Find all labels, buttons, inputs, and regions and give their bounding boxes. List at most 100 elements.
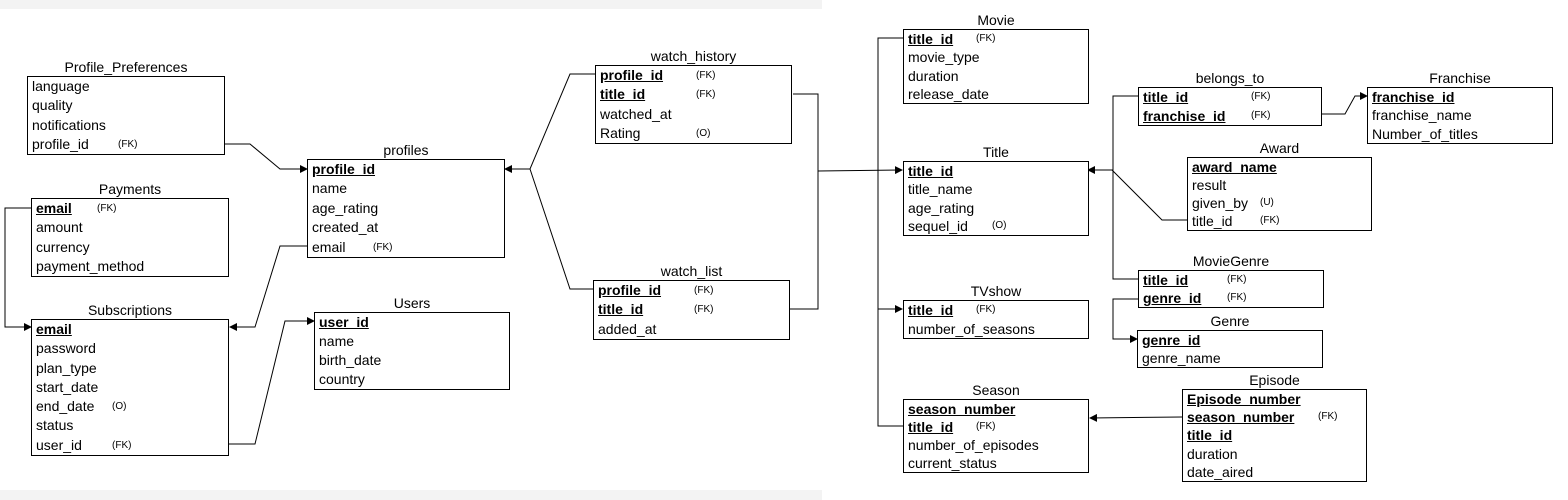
field-name: title_name (908, 181, 973, 198)
field-name: sequel_id (908, 217, 968, 234)
field-name: email (312, 238, 346, 255)
table-name: Genre (1210, 313, 1250, 329)
field-constraint-tag: (O) (992, 219, 1007, 231)
table-field: plan_type (32, 359, 228, 378)
table-field: language (28, 77, 224, 96)
table-watch-history[interactable]: watch_history profile_id (FK) title_id(FK)w… (595, 48, 792, 144)
table-name: watch_list (660, 263, 723, 279)
field-name: added_at (598, 320, 657, 337)
field-name: name (319, 333, 355, 349)
field-name: award_name (1192, 159, 1277, 175)
field-name: title_id (1187, 427, 1233, 444)
table-name: watch_history (650, 48, 737, 64)
table-field: sequel_id (O) (904, 217, 1088, 235)
table-field: watched_at (596, 105, 791, 124)
field-name: country (319, 371, 365, 387)
field-name: age_rating (312, 199, 379, 216)
table-field: title_name (904, 180, 1088, 198)
table-name: Episode (1249, 372, 1300, 388)
table-name: TVshow (970, 283, 1022, 299)
table-name: Season (972, 382, 1020, 398)
field-name: season_number (1187, 409, 1295, 426)
field-name: franchise_name (1372, 107, 1472, 124)
rel-watch-to-title (817, 166, 903, 175)
table-field: Rating(O) (596, 124, 791, 143)
primary-key-field: title_id (904, 162, 1088, 180)
primary-key-field: award_name (1188, 158, 1371, 176)
field-name: watched_at (600, 105, 672, 122)
field-name: title_id (1143, 272, 1189, 288)
field-constraint-tag: (FK) (1227, 274, 1247, 285)
field-name: amount (36, 219, 83, 236)
table-field: age_rating (904, 199, 1088, 217)
table-field: country (315, 370, 509, 389)
field-constraint-tag: (FK) (696, 70, 716, 81)
table-profile-preferences[interactable]: Profile_Preferences language quality notifi… (27, 59, 225, 155)
field-name: quality (32, 97, 73, 114)
field-name: duration (1187, 445, 1238, 462)
primary-key-field: user_id (315, 313, 509, 332)
field-constraint-tag: (FK) (112, 439, 132, 451)
primary-key-field: Episode_number (1183, 390, 1366, 408)
primary-key-field: season_number (FK) (1183, 408, 1366, 426)
field-name: Episode_number (1187, 391, 1301, 407)
field-constraint-tag: (FK) (976, 33, 996, 44)
table-field: genre_name (1138, 349, 1322, 367)
field-name: franchise_id (1143, 107, 1226, 124)
field-name: profile_id (600, 67, 664, 83)
field-name: language (32, 78, 90, 94)
table-field: created_at (308, 218, 504, 237)
field-name: notifications (32, 116, 106, 133)
background-band-left-bottom (0, 490, 822, 500)
field-constraint-tag: (U) (1260, 197, 1274, 208)
table-name: Franchise (1429, 70, 1491, 86)
table-body: title_id(FK)franchise_id(FK) (1138, 87, 1322, 126)
field-name: payment_method (36, 257, 145, 274)
table-name: Profile_Preferences (64, 59, 188, 75)
field-name: user_id (36, 436, 82, 453)
table-field: name (315, 332, 509, 351)
primary-key-field: title_id(FK) (596, 85, 791, 104)
primary-key-field: franchise_id (1368, 88, 1552, 106)
table-name: profiles (383, 142, 429, 158)
field-name: profile_id (312, 161, 376, 177)
table-field: payment_method (32, 257, 228, 276)
field-name: title_id (600, 86, 646, 103)
primary-key-field: title_id (FK) (904, 30, 1088, 48)
primary-key-field: title_id (FK) (1139, 271, 1323, 289)
table-body: title_id(FK)genre_id(FK) (1138, 270, 1324, 308)
field-name: genre_name (1142, 350, 1221, 366)
table-field: password (32, 339, 228, 358)
primary-key-field: season_number (904, 400, 1088, 418)
field-name: user_id (319, 314, 369, 330)
primary-key-field: profile_id (FK) (596, 66, 791, 85)
field-name: title_id (908, 31, 954, 47)
table-name: Award (1259, 140, 1300, 156)
field-constraint-tag: (FK) (694, 285, 714, 296)
primary-key-field: franchise_id(FK) (1139, 107, 1321, 126)
table-field: number_of_seasons (904, 320, 1088, 339)
table-field: date_aired (1183, 463, 1366, 481)
table-field: duration (1183, 445, 1366, 463)
field-name: age_rating (908, 199, 975, 216)
field-constraint-tag: (FK) (1318, 411, 1338, 423)
